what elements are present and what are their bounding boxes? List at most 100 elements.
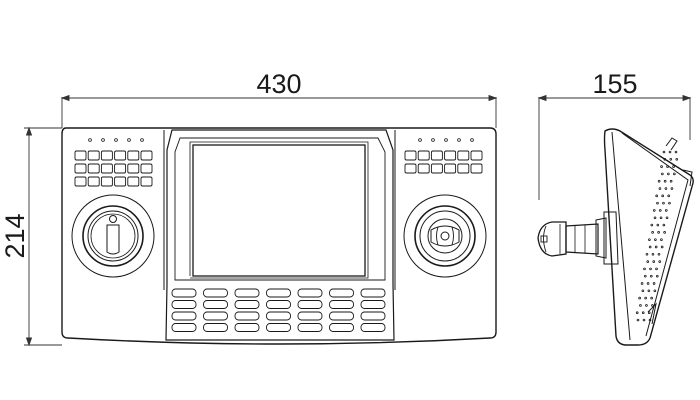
- vent-hole: [657, 252, 661, 256]
- vent-hole: [645, 252, 649, 256]
- key-button: [297, 311, 323, 321]
- vent-hole: [654, 238, 657, 241]
- side-bottom-foot: [647, 302, 657, 325]
- vent-hole: [647, 311, 651, 314]
- vent-hole: [657, 231, 660, 234]
- vent-hole: [663, 158, 667, 161]
- vent-hole: [675, 158, 679, 161]
- right-keypad: [404, 138, 483, 174]
- key-button: [444, 163, 457, 174]
- key-button: [74, 163, 87, 174]
- vent-hole: [654, 245, 658, 249]
- vent-hole: [641, 289, 645, 293]
- vent-hole: [670, 187, 674, 190]
- dimension-width: [60, 94, 498, 128]
- key-button: [234, 323, 260, 332]
- vent-hole: [658, 187, 662, 190]
- vent-hole: [664, 187, 668, 190]
- key-button: [127, 163, 140, 174]
- vent-hole: [664, 209, 668, 212]
- led-indicator: [140, 138, 144, 142]
- vent-hole: [658, 260, 662, 263]
- key-button: [114, 150, 127, 161]
- key-button: [266, 311, 291, 321]
- vent-hole: [662, 201, 665, 205]
- vent-hole: [653, 216, 657, 220]
- side-top-notch: [682, 169, 693, 187]
- key-button: [171, 323, 197, 332]
- led-indicator: [431, 138, 435, 142]
- vent-hole: [668, 201, 671, 205]
- vent-hole: [663, 231, 666, 234]
- side-cable-stub: [665, 137, 678, 151]
- key-button: [234, 300, 260, 309]
- key-button: [203, 323, 228, 332]
- vent-hole: [650, 296, 653, 300]
- vent-hole: [667, 172, 670, 176]
- lcd-screen: [192, 144, 366, 277]
- key-button: [360, 323, 386, 332]
- key-button: [297, 288, 323, 298]
- vent-hole: [655, 194, 658, 198]
- key-button: [171, 288, 197, 298]
- key-button: [203, 288, 228, 298]
- key-button: [329, 311, 354, 321]
- vent-hole: [648, 245, 652, 249]
- key-button: [430, 163, 443, 174]
- center-panel-inner: [174, 137, 386, 281]
- key-button: [329, 300, 354, 309]
- vent-hole: [666, 165, 669, 168]
- width-label: 430: [256, 69, 301, 99]
- key-button: [127, 176, 140, 187]
- vent-hole: [662, 150, 666, 154]
- key-button: [266, 288, 291, 298]
- vent-hole: [646, 260, 650, 263]
- key-button: [87, 150, 100, 161]
- key-button: [329, 288, 354, 298]
- key-button: [234, 311, 260, 321]
- vent-hole: [674, 150, 678, 154]
- key-button: [100, 150, 113, 161]
- led-indicator: [127, 138, 131, 142]
- vent-hole: [635, 311, 639, 314]
- front-view: [61, 127, 497, 345]
- vent-hole: [663, 179, 667, 183]
- vent-hole: [661, 172, 664, 176]
- vent-hole: [651, 304, 654, 307]
- vent-hole: [659, 216, 663, 220]
- depth-label: 155: [592, 69, 637, 99]
- vent-hole: [650, 274, 653, 278]
- vent-hole: [644, 274, 647, 278]
- key-button: [266, 323, 291, 332]
- left-joystick: [71, 194, 155, 278]
- vent-hole: [651, 252, 655, 256]
- vent-hole: [652, 209, 656, 212]
- vent-hole: [639, 304, 642, 307]
- key-button: [430, 150, 443, 161]
- vent-hole: [645, 304, 648, 307]
- vent-hole: [649, 267, 652, 271]
- side-vent-holes: [635, 150, 679, 322]
- key-button: [417, 163, 430, 174]
- key-button: [470, 150, 483, 161]
- side-joystick: [537, 211, 619, 265]
- vent-hole: [669, 158, 673, 161]
- key-button: [297, 300, 323, 309]
- led-indicator: [101, 138, 105, 142]
- key-button: [329, 323, 354, 332]
- vent-hole: [668, 150, 672, 154]
- side-face-line: [611, 131, 631, 341]
- vent-hole: [651, 231, 654, 234]
- key-button: [404, 163, 417, 174]
- dimension-depth: [537, 94, 692, 200]
- key-button: [127, 150, 140, 161]
- led-indicator: [114, 138, 118, 142]
- center-panel: [165, 129, 395, 341]
- dimension-height: [24, 126, 62, 347]
- vent-hole: [652, 282, 656, 285]
- key-button: [457, 163, 470, 174]
- key-button: [114, 176, 127, 187]
- vent-hole: [641, 311, 645, 314]
- key-button: [140, 150, 153, 161]
